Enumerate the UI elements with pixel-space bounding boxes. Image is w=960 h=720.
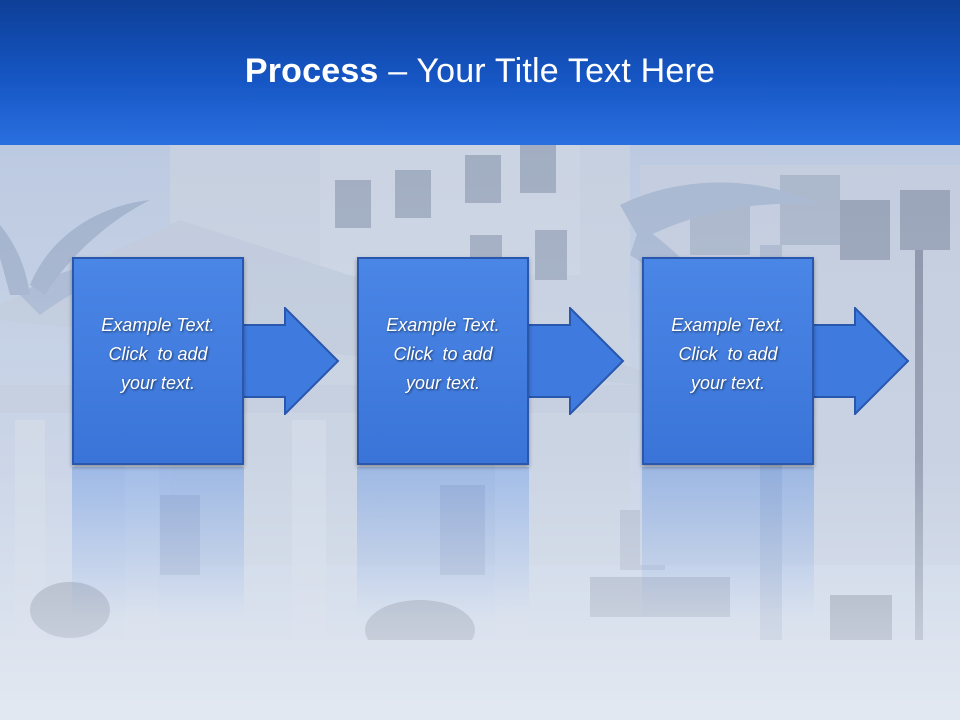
step-text-line: Click to add (678, 344, 778, 364)
arrow-right-icon (525, 307, 625, 415)
step-text-line: Click to add (108, 344, 208, 364)
step-text-line: Example Text. (101, 315, 215, 335)
step-text: Example Text. Click to add your text. (359, 311, 527, 398)
step-box-2[interactable]: Example Text. Click to add your text. (357, 257, 529, 465)
step-text: Example Text. Click to add your text. (74, 311, 242, 398)
step-box-1[interactable]: Example Text. Click to add your text. (72, 257, 244, 465)
slide-title-bold: Process (244, 52, 379, 90)
step-1-reflection (72, 467, 244, 617)
step-3-reflection (642, 467, 814, 617)
title-bar (0, 0, 960, 145)
arrow-right-icon (240, 307, 340, 415)
step-text: Example Text. Click to add your text. (644, 311, 812, 398)
step-text-line: Example Text. (671, 315, 785, 335)
step-text-line: your text. (120, 373, 196, 393)
step-text-line: your text. (690, 373, 766, 393)
slide-title[interactable]: Process – Your Title Text Here (0, 52, 960, 91)
step-text-line: Example Text. (386, 315, 500, 335)
step-box-3[interactable]: Example Text. Click to add your text. (642, 257, 814, 465)
step-text-line: Click to add (393, 344, 493, 364)
arrow-right-icon (810, 307, 910, 415)
slide-title-rest: – Your Title Text Here (378, 52, 716, 90)
step-text-line: your text. (405, 373, 481, 393)
step-2-reflection (357, 467, 529, 617)
